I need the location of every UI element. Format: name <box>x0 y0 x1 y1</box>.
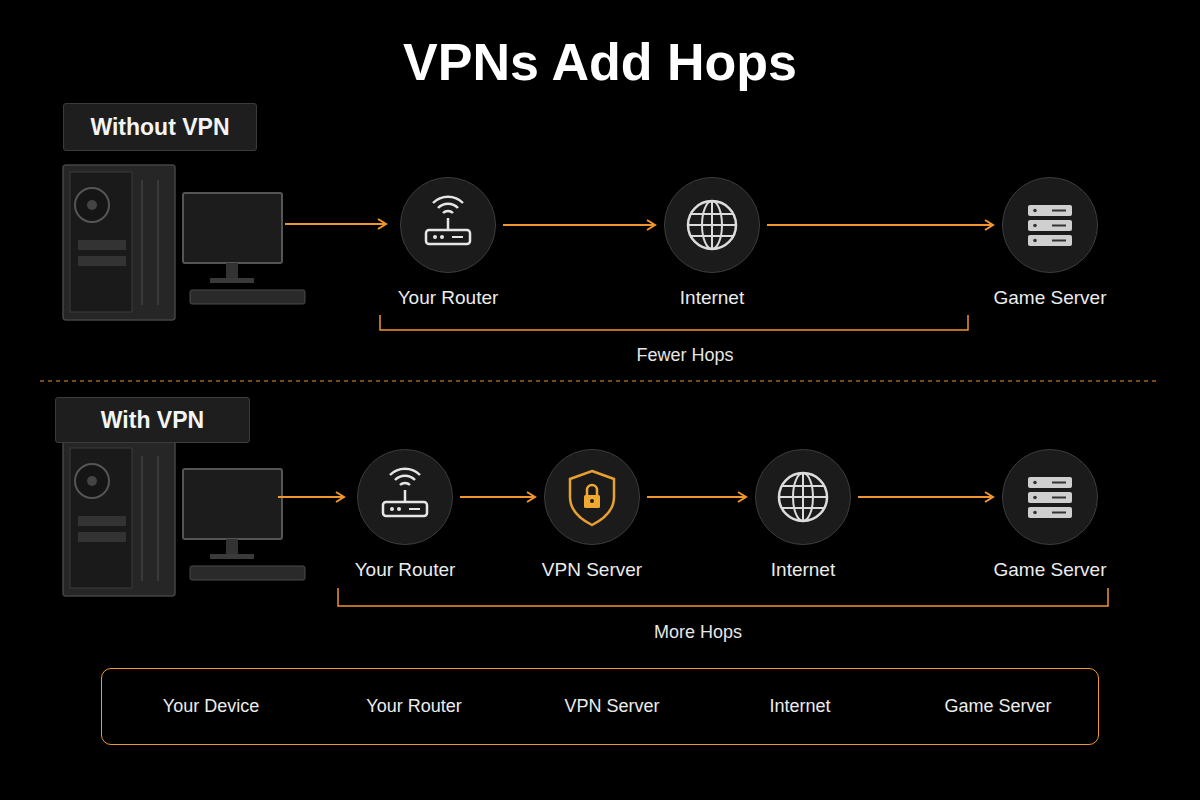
router-node: Your Router <box>400 177 496 273</box>
section-tag: With VPN <box>55 397 250 443</box>
server-node: Game Server <box>1002 177 1098 273</box>
node-label: Your Router <box>398 287 499 309</box>
hop-arrow <box>647 496 746 498</box>
node-label: VPN Server <box>542 559 642 581</box>
device-arrow <box>278 496 344 498</box>
chain-step: Your Router <box>366 696 461 717</box>
computer-bottom <box>63 441 305 596</box>
hop-arrow <box>503 224 655 226</box>
chain-step: VPN Server <box>564 696 659 717</box>
node-label: With VPN <box>101 407 204 434</box>
chain-step: Your Device <box>163 696 259 717</box>
vpn-node: VPN Server <box>544 449 640 545</box>
internet-node: Internet <box>664 177 760 273</box>
hop-bracket <box>338 588 1108 606</box>
hop-arrow <box>858 496 993 498</box>
node-label: Your Router <box>355 559 456 581</box>
node-label: Game Server <box>994 559 1107 581</box>
chain-step: Internet <box>769 696 830 717</box>
chain-step: Game Server <box>944 696 1051 717</box>
hop-label: More Hops <box>654 622 742 643</box>
divider-line <box>40 380 1160 381</box>
server-node: Game Server <box>1002 449 1098 545</box>
node-label: Internet <box>680 287 744 309</box>
node-label: Internet <box>771 559 835 581</box>
internet-node: Internet <box>755 449 851 545</box>
computer-top <box>63 165 305 320</box>
node-label: Game Server <box>994 287 1107 309</box>
section-tag: Without VPN <box>63 103 257 151</box>
hop-arrow <box>767 224 993 226</box>
hop-label: Fewer Hops <box>636 345 733 366</box>
device-arrow <box>285 223 386 225</box>
hop-arrow <box>460 496 535 498</box>
summary-box: Your Device Your Router VPN Server Internet… <box>101 668 1099 745</box>
router-node: Your Router <box>357 449 453 545</box>
hop-bracket <box>380 315 968 330</box>
node-label: Without VPN <box>90 114 229 141</box>
diagram-title: VPNs Add Hops <box>403 32 797 92</box>
